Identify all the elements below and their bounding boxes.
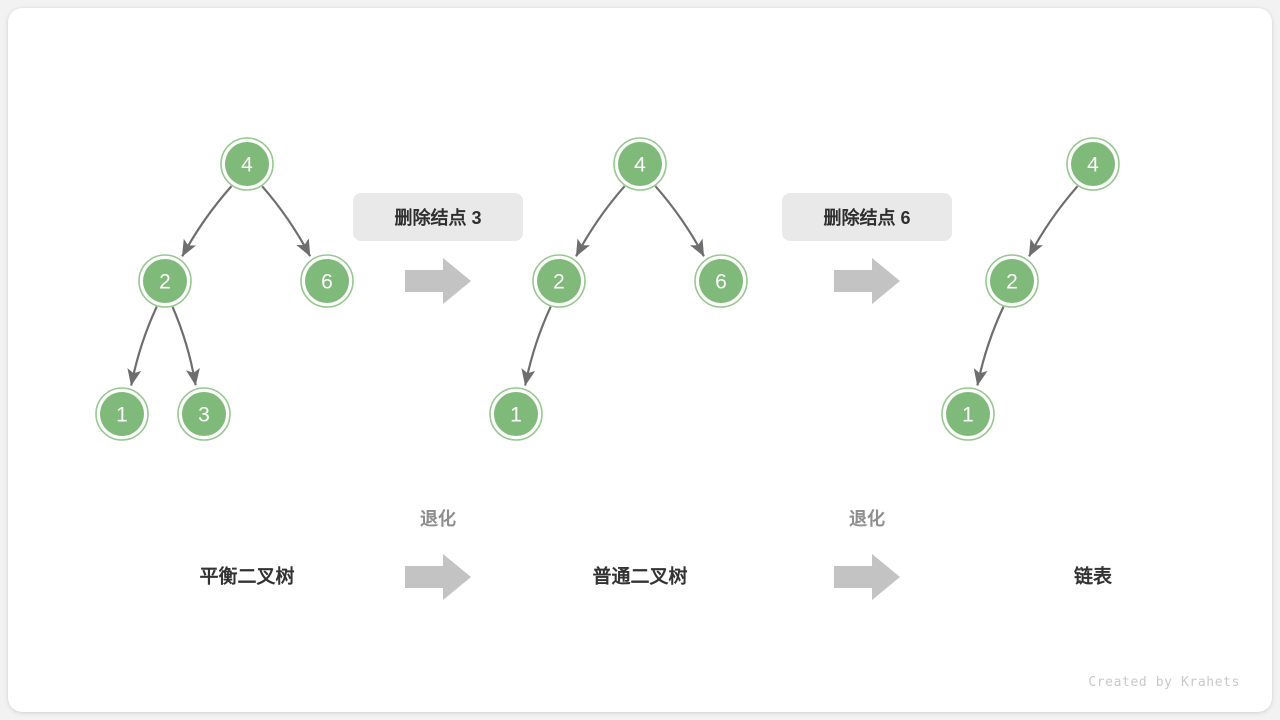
- tree-node[interactable]: 6: [694, 254, 748, 308]
- node-outer-ring: [985, 254, 1039, 308]
- node-value: 4: [634, 154, 646, 177]
- node-circle: [143, 259, 187, 303]
- tree-node[interactable]: 1: [95, 387, 149, 441]
- tree-node[interactable]: 4: [1066, 137, 1120, 191]
- tree-node[interactable]: 2: [985, 254, 1039, 308]
- tree-edge: [127, 306, 158, 386]
- node-circle: [305, 259, 349, 303]
- node-outer-ring: [138, 254, 192, 308]
- tree-node[interactable]: 3: [177, 387, 231, 441]
- node-circle: [225, 142, 269, 186]
- node-outer-ring: [694, 254, 748, 308]
- node-value: 4: [1087, 154, 1099, 177]
- label-balanced: 平衡二叉树: [199, 565, 294, 588]
- node-circle: [100, 392, 144, 436]
- tree-edge: [261, 185, 312, 257]
- label-list: 链表: [1074, 565, 1113, 588]
- node-outer-ring: [941, 387, 995, 441]
- node-value: 2: [159, 271, 171, 294]
- node-outer-ring: [1066, 137, 1120, 191]
- tree-edges-layer: [127, 185, 1079, 386]
- node-outer-ring: [177, 387, 231, 441]
- node-value: 1: [510, 404, 522, 427]
- top-arrow-2: [834, 258, 900, 304]
- block-arrows-layer: [405, 258, 900, 600]
- bottom-arrow-2: [834, 554, 900, 600]
- tree-node[interactable]: 1: [489, 387, 543, 441]
- bottom-arrow-1: [405, 554, 471, 600]
- tree-node[interactable]: 2: [532, 254, 586, 308]
- top-arrow-1: [405, 258, 471, 304]
- tree-node[interactable]: 6: [300, 254, 354, 308]
- operation-badges-layer: 删除结点 3 删除结点 6: [353, 193, 952, 241]
- node-value: 2: [553, 271, 565, 294]
- tree-node[interactable]: 4: [220, 137, 274, 191]
- tree-edge: [1028, 185, 1079, 257]
- diagram-card: [8, 8, 1272, 712]
- delete-node-3: 删除结点 3: [353, 193, 523, 241]
- node-value: 3: [198, 404, 210, 427]
- node-value: 6: [715, 271, 727, 294]
- badge-background: [782, 193, 952, 241]
- tree-node[interactable]: 2: [138, 254, 192, 308]
- delete-node-6: 删除结点 6: [782, 193, 952, 241]
- node-value: 4: [241, 154, 253, 177]
- node-outer-ring: [220, 137, 274, 191]
- tree-edge: [521, 306, 552, 386]
- node-outer-ring: [532, 254, 586, 308]
- stage-labels-layer: 平衡二叉树 普通二叉树 链表: [199, 565, 1113, 588]
- node-outer-ring: [95, 387, 149, 441]
- node-outer-ring: [300, 254, 354, 308]
- badge-label: 删除结点 6: [823, 207, 910, 228]
- node-outer-ring: [613, 137, 667, 191]
- tree-edge: [973, 306, 1005, 386]
- tree-nodes-layer: 4 2 6 1 3 4 2 6 1 4 2 1: [95, 137, 1120, 441]
- node-circle: [1071, 142, 1115, 186]
- badge-label: 删除结点 3: [394, 207, 481, 228]
- node-circle: [182, 392, 226, 436]
- node-circle: [946, 392, 990, 436]
- node-value: 6: [321, 271, 333, 294]
- node-value: 2: [1006, 271, 1018, 294]
- tree-edge: [654, 185, 705, 257]
- label-ordinary: 普通二叉树: [592, 565, 687, 588]
- node-circle: [494, 392, 538, 436]
- tree-node[interactable]: 4: [613, 137, 667, 191]
- badge-background: [353, 193, 523, 241]
- node-value: 1: [962, 404, 974, 427]
- transition-labels-layer: 退化 退化: [420, 508, 885, 529]
- tree-edge: [575, 185, 626, 257]
- node-outer-ring: [489, 387, 543, 441]
- tree-edge: [181, 185, 233, 257]
- node-value: 1: [116, 404, 128, 427]
- node-circle: [618, 142, 662, 186]
- tree-node[interactable]: 1: [941, 387, 995, 441]
- credit-watermark: Created by Krahets: [1088, 675, 1240, 690]
- tree-edge: [171, 306, 200, 386]
- node-circle: [537, 259, 581, 303]
- degenerate-1: 退化: [420, 508, 456, 529]
- degenerate-2: 退化: [849, 508, 885, 529]
- node-circle: [990, 259, 1034, 303]
- node-circle: [699, 259, 743, 303]
